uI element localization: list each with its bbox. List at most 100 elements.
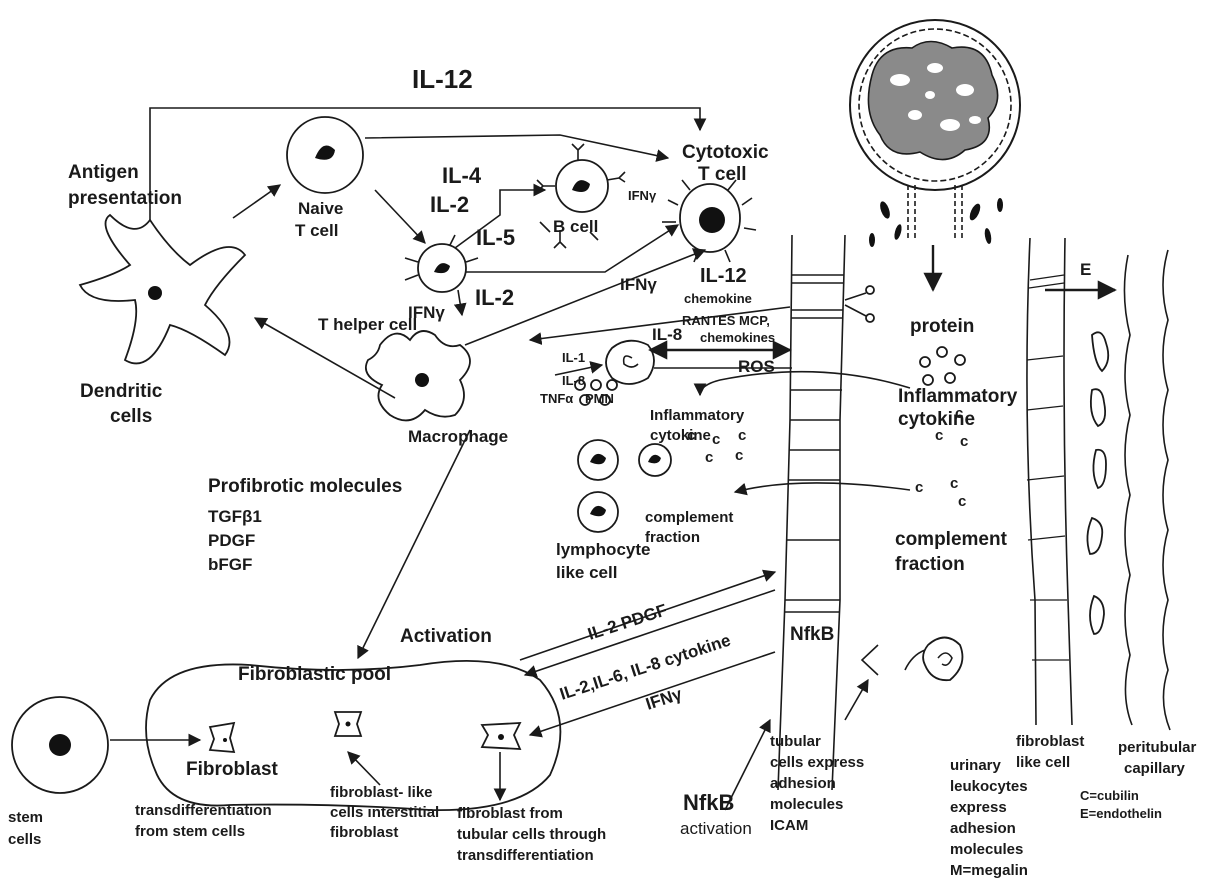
il2-label-b: IL-2 [475,285,514,310]
fibroblast-like-cell-label-2: like cell [1016,754,1070,771]
ros-label: ROS [738,357,775,376]
urinary-label-8: E=endothelin [1080,806,1162,821]
il5-label: IL-5 [476,225,515,250]
il12-mid-label: IL-12 [700,265,747,287]
naive-t-cell-label-2: T cell [295,221,338,240]
ifng-left-label: IFNγ [408,303,445,322]
pdgf-label: PDGF [208,531,255,550]
fibroblast-cells-icon [1087,332,1108,634]
bfgf-label: bFGF [208,555,252,574]
urinary-sediment-icon [869,198,1003,247]
tgf-label: TGFβ1 [208,507,262,526]
naive-t-cell [287,117,363,193]
stem-cells-label: stem [8,809,43,826]
fibroblast-from-label-2: tubular cells through [457,826,606,843]
urinary-label-2: leukocytes [950,778,1028,795]
svg-text:c: c [738,427,746,444]
ifng-mid-label: IFNγ [620,275,657,294]
urinary-label-4: adhesion [950,820,1016,837]
dendritic-cell [80,215,245,363]
svg-text:c: c [712,431,720,448]
svg-text:c: c [705,449,713,466]
cytotoxic-label-2: T cell [698,164,747,185]
svg-text:c: c [960,433,968,450]
svg-text:c: c [735,447,743,464]
t-helper-label: T helper cell [318,315,417,334]
fibroblast-label: Fibroblast [186,759,279,780]
lymphocyte-label: lymphocyte [556,540,650,559]
fibroblast-from-label-3: transdifferentiation [457,847,594,864]
naive-t-cell-label: Naive [298,199,343,218]
stem-cell [12,697,108,793]
glomerulus [850,20,1020,290]
fibroblast-like-label-3: fibroblast [330,824,398,841]
pmn-label: PMN [585,391,614,406]
tubular-label-5: ICAM [770,817,808,834]
macrophage [366,331,470,420]
il2-label-a: IL-2 [430,192,469,217]
complement-small-label-2: fraction [645,529,700,546]
il2-pdgf-label: IL-2 PDGF [585,600,669,643]
urinary-label-6: M=megalin [950,862,1028,879]
urinary-label: urinary [950,757,1002,774]
activation-label: Activation [400,626,492,647]
lymphocyte-label-2: like cell [556,563,617,582]
tubular-label-2: cells express [770,754,864,771]
cytotoxic-label: Cytotoxic [682,142,769,163]
svg-text:c: c [958,493,966,510]
tubular-label-4: molecules [770,796,843,813]
il12-top-label: IL-12 [412,64,473,94]
nfkb-top-label: NfkB [790,624,834,645]
urinary-leukocyte [923,638,962,681]
il8-label-b: IL-8 [562,373,585,388]
peritubular-label: peritubular [1118,739,1197,756]
il2-il6-il8-label: IL-2,IL-6, IL-8 cytokine [557,631,733,704]
inflammatory-small-label: Inflammatory [650,407,745,424]
transdifferentiation-label: transdifferentiation [135,802,272,819]
svg-text:c: c [915,479,923,496]
peritubular-capillary [1124,250,1170,730]
tubular-label-3: adhesion [770,775,836,792]
transdifferentiation-label-2: from stem cells [135,823,245,840]
antigen-presentation-label: Antigen [68,162,139,183]
nfkb-activation-label: activation [680,819,752,838]
dendritic-label: Dendritic [80,381,163,402]
il8-label-a: IL-8 [652,325,682,344]
urinary-label-5: molecules [950,841,1023,858]
fibroblastic-pool-label: Fibroblastic pool [238,664,391,685]
profibrotic-label: Profibrotic molecules [208,476,402,497]
tubular-label: tubular [770,733,821,750]
il1-label: IL-1 [562,350,585,365]
macrophage-label: Macrophage [408,427,508,446]
svg-text:c: c [950,475,958,492]
fibroblast-like-column [1027,238,1115,725]
complement-big-label: complement [895,529,1008,550]
complement-small-label: complement [645,509,733,526]
antigen-presentation-label-2: presentation [68,188,182,209]
inflammatory-small-label-2: cytokine [650,427,711,444]
pmn-cell [606,341,654,384]
e-label: E [1080,260,1091,279]
ifng-bottom-label: IFNγ [643,684,684,714]
fibroblast-like-label: fibroblast- like [330,784,433,801]
dendritic-label-2: cells [110,406,152,427]
chemokine-label: chemokine [684,291,752,306]
peritubular-label-2: capillary [1124,760,1186,777]
protein-label: protein [910,316,974,337]
nfkb-bottom-label: NfkB [683,790,734,815]
il4-label: IL-4 [442,163,482,188]
b-cell-label: B cell [553,217,598,236]
fibroblast-like-label-2: cells interstitial [330,804,439,821]
rantes-label: RANTES MCP, [682,313,770,328]
urinary-legend-tail: C=cubilin E=endothelin [1080,788,1162,821]
complement-big-label-2: fraction [895,554,965,575]
cytotoxic-t-cell [662,180,756,262]
fibroblast-like-cell-label: fibroblast [1016,733,1084,750]
inflammatory-big-label: Inflammatory [898,386,1018,407]
fibroblast-from-label: fibroblast from [457,805,563,822]
t-helper-cell [405,235,478,292]
urinary-label-7: C=cubilin [1080,788,1139,803]
ifng-b-label: IFNγ [628,188,657,203]
chemokines-label: chemokines [700,330,775,345]
